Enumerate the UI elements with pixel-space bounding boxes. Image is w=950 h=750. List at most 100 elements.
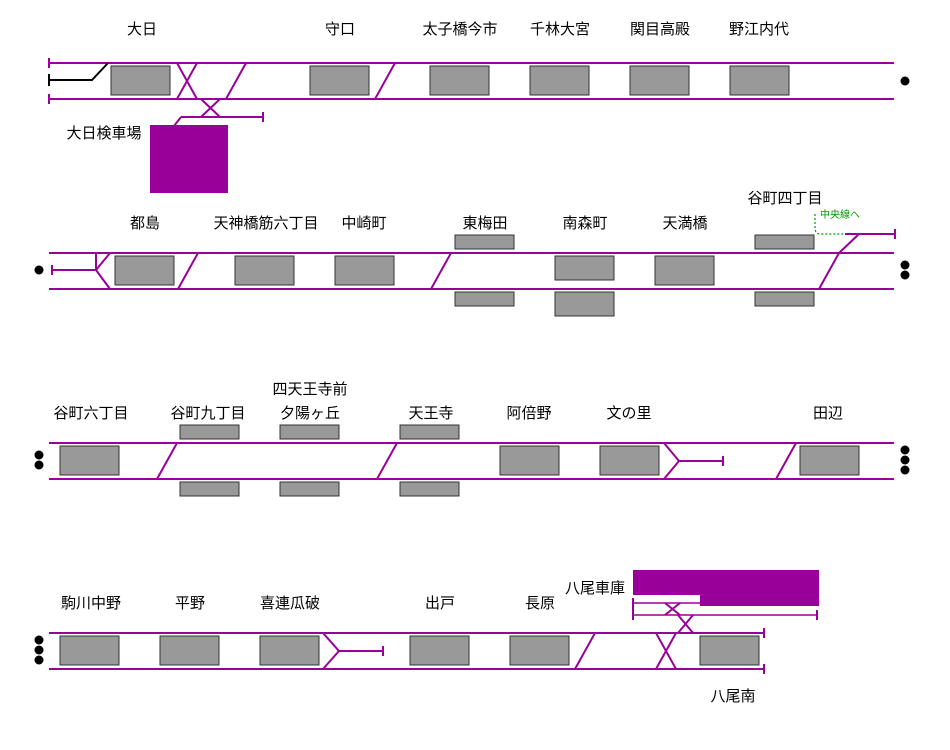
continuation-dot [34, 635, 44, 645]
station-label-tanimachi-kyuchome: 谷町九丁目 [170, 404, 245, 422]
station-label-nakazakicho: 中崎町 [341, 214, 386, 232]
platform [529, 65, 590, 96]
continuation-dot [34, 460, 44, 470]
branch-track [838, 233, 860, 254]
station-label-hirano: 平野 [175, 594, 205, 612]
platform [429, 65, 490, 96]
platform [114, 255, 175, 286]
platform [409, 635, 470, 666]
platform [309, 65, 370, 96]
station-label-nagahara: 長原 [525, 594, 555, 612]
depot-block [633, 570, 819, 595]
continuation-dot [900, 445, 910, 455]
row-1: 大日 守口 太子橋今市 千林大宮 関目高殿 野江内代 大日検車場 [48, 20, 910, 193]
platform [509, 635, 570, 666]
station-label-komagawa-nakano: 駒川中野 [61, 594, 121, 612]
crossover [775, 442, 797, 480]
crossover [374, 62, 396, 100]
station-label-tanimachi-yonchome: 谷町四丁目 [747, 189, 822, 207]
continuation-dot [900, 260, 910, 270]
station-label-yuhigaoka: 夕陽ヶ丘 [280, 404, 340, 422]
platform [59, 445, 120, 476]
entry-track [95, 252, 111, 271]
station-label-sembayashi-omiya: 千林大宮 [530, 20, 590, 38]
continuation-dot [900, 455, 910, 465]
depot-label-yao: 八尾車庫 [565, 579, 625, 597]
platform [454, 291, 515, 307]
station-label-yaominami: 八尾南 [710, 687, 755, 705]
continuation-dot [900, 465, 910, 475]
siding-track [322, 632, 340, 652]
platform [699, 635, 760, 666]
station-label-kire-uriwari: 喜連瓜破 [260, 594, 320, 612]
crossover [156, 442, 178, 480]
station-label-minami-morimachi: 南森町 [562, 214, 607, 232]
station-label-fuminosato: 文の里 [606, 404, 651, 422]
crossover [176, 62, 198, 100]
depot-lead [677, 614, 694, 634]
station-label-abeno: 阿倍野 [506, 404, 551, 422]
platform [729, 65, 790, 96]
station-label-tanimachi-rokuchome: 谷町六丁目 [53, 404, 128, 422]
siding-track [49, 62, 109, 81]
siding-track [322, 650, 340, 670]
platform [159, 635, 220, 666]
continuation-dot [900, 270, 910, 280]
platform [259, 635, 320, 666]
platform [654, 255, 715, 286]
station-label-sekime-takadono: 関目高殿 [630, 20, 690, 38]
platform [279, 424, 340, 440]
station-label-miyakojima: 都島 [130, 214, 160, 232]
depot-label-dainichi: 大日検車場 [66, 124, 141, 142]
crossover [574, 632, 596, 670]
station-label-higashi-umeda: 東梅田 [462, 214, 507, 232]
platform [754, 234, 815, 250]
platform [279, 481, 340, 497]
station-label-noe-uchindai: 野江内代 [729, 20, 789, 38]
platform [554, 291, 615, 317]
platform [179, 481, 240, 497]
crossover [655, 632, 677, 670]
station-label-tenjimbashisuji-rokuchome: 天神橋筋六丁目 [213, 214, 318, 232]
station-label-dainichi: 大日 [127, 20, 157, 38]
crossover [376, 442, 398, 480]
crossover [818, 252, 840, 290]
platform [629, 65, 690, 96]
depot-lead [173, 116, 182, 127]
depot-lead [664, 602, 681, 616]
depot-block [700, 595, 819, 606]
chuo-line-label: 中央線へ [820, 208, 860, 221]
row-4: 駒川中野 平野 喜連瓜破 出戸 長原 八尾南 八尾車庫 [34, 570, 819, 705]
crossover [177, 252, 199, 290]
platform [454, 234, 515, 250]
platform [599, 445, 660, 476]
platform [754, 291, 815, 307]
continuation-dot [34, 655, 44, 665]
station-label-shitennojimae: 四天王寺前 [272, 380, 347, 398]
platform [334, 255, 395, 286]
continuation-dot [34, 450, 44, 460]
row-3: 谷町六丁目 谷町九丁目 四天王寺前 夕陽ヶ丘 天王寺 阿倍野 文の里 田辺 [34, 380, 910, 497]
platform [554, 255, 615, 281]
platform [179, 424, 240, 440]
continuation-dot [900, 76, 910, 86]
siding-track [663, 442, 680, 462]
platform [234, 255, 295, 286]
crossover [225, 62, 247, 100]
station-label-tanabe: 田辺 [813, 404, 843, 422]
depot-lead [200, 98, 221, 118]
station-label-moriguchi: 守口 [325, 20, 355, 38]
platform [399, 424, 460, 440]
station-label-tennoji: 天王寺 [408, 404, 453, 422]
platform [399, 481, 460, 497]
depot-block [150, 125, 228, 193]
entry-track [95, 269, 111, 290]
entry-track [52, 253, 97, 271]
platform [499, 445, 560, 476]
siding-track [663, 460, 680, 480]
continuation-dot [34, 645, 44, 655]
platform [110, 65, 171, 96]
row-2: 都島 天神橋筋六丁目 中崎町 東梅田 南森町 天満橋 谷町四丁目 中央線へ [34, 189, 910, 317]
crossover [430, 252, 452, 290]
